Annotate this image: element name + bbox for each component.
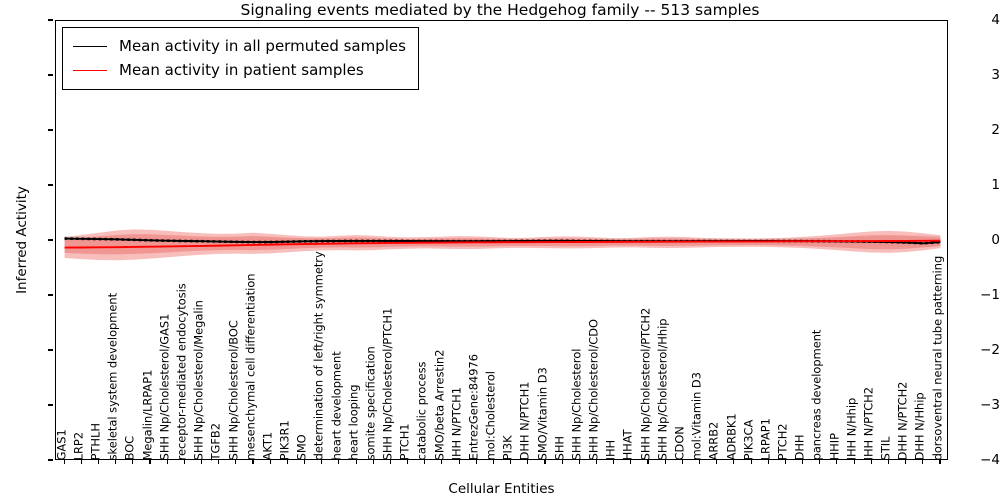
x-tick-mark (527, 460, 529, 464)
y-tick-label: −3 (980, 397, 1000, 413)
chart-title: Signaling events mediated by the Hedgeho… (240, 1, 760, 19)
y-tick-label: −4 (980, 452, 1000, 468)
patient-inner-spread-band (64, 234, 941, 255)
x-tick-mark (372, 460, 374, 464)
y-tick-mark (48, 184, 53, 186)
y-tick-mark (48, 19, 53, 21)
y-tick-label: −2 (980, 342, 1000, 358)
y-tick-label: −1 (980, 287, 1000, 303)
x-tick-mark (132, 460, 134, 464)
x-tick-mark (716, 460, 718, 464)
plot-area (55, 20, 948, 460)
x-tick-mark (200, 460, 203, 464)
x-tick-mark (698, 460, 701, 464)
x-tick-mark (149, 460, 151, 464)
x-tick-mark (836, 460, 838, 464)
y-tick-label: 3 (991, 67, 1000, 83)
x-tick-mark (544, 460, 546, 464)
x-tick-mark (286, 460, 288, 464)
x-tick-mark (613, 460, 615, 464)
y-tick-mark (48, 74, 53, 76)
x-tick-mark (733, 460, 735, 464)
x-tick-mark (252, 460, 254, 464)
x-tick-mark (218, 460, 220, 464)
x-tick-mark (922, 460, 924, 464)
y-tick-mark (48, 459, 53, 461)
x-tick-mark (510, 460, 512, 464)
x-tick-mark (80, 460, 82, 464)
x-tick-mark (595, 460, 598, 464)
y-tick-label: 1 (991, 177, 1000, 193)
x-axis-label: Cellular Entities (448, 481, 555, 497)
x-tick-mark (441, 460, 443, 464)
x-tick-mark (767, 460, 769, 464)
x-tick-mark (63, 460, 65, 464)
x-tick-mark (338, 460, 340, 464)
x-tick-mark (166, 460, 168, 464)
x-tick-mark (939, 460, 941, 464)
legend-label: Mean activity in patient samples (119, 61, 364, 79)
x-tick-mark (475, 460, 477, 464)
y-tick-mark (48, 404, 53, 406)
x-tick-mark (115, 460, 117, 464)
x-tick-mark (647, 460, 649, 464)
x-tick-mark (355, 460, 357, 464)
x-tick-mark (905, 460, 907, 464)
x-tick-mark (561, 460, 563, 464)
y-tick-label: 2 (991, 122, 1000, 138)
y-tick-mark (48, 239, 53, 241)
x-tick-mark (424, 460, 426, 464)
patient-mean-line (64, 239, 941, 249)
y-axis-label: Inferred Activity (14, 186, 30, 294)
x-tick-mark (578, 460, 580, 464)
x-tick-mark (681, 460, 683, 464)
legend-line-swatch (73, 69, 107, 71)
legend-line-swatch (73, 45, 107, 47)
x-tick-mark (183, 460, 185, 464)
plot-svg (64, 229, 941, 261)
legend-item: Mean activity in patient samples (73, 58, 406, 82)
x-tick-mark (235, 460, 237, 464)
y-tick-mark (48, 129, 53, 131)
x-tick-mark (750, 460, 752, 464)
x-tick-mark (321, 460, 323, 464)
x-tick-mark (887, 460, 889, 464)
y-tick-mark (48, 294, 53, 296)
y-tick-label: 4 (991, 12, 1000, 28)
x-tick-mark (853, 460, 855, 464)
x-tick-mark (458, 460, 460, 464)
legend-label: Mean activity in all permuted samples (119, 37, 406, 55)
x-tick-mark (819, 460, 821, 464)
x-tick-mark (407, 460, 409, 464)
x-tick-mark (269, 460, 271, 464)
x-tick-mark (664, 460, 666, 464)
x-tick-mark (304, 460, 306, 464)
x-tick-mark (389, 460, 391, 464)
y-tick-label: 0 (991, 232, 1000, 248)
x-tick-mark (870, 460, 872, 464)
y-tick-mark (48, 349, 53, 351)
x-tick-mark (97, 460, 100, 464)
x-tick-mark (492, 460, 494, 464)
x-tick-mark (630, 460, 632, 464)
x-tick-mark (784, 460, 786, 464)
x-tick-mark (802, 460, 804, 464)
legend-item: Mean activity in all permuted samples (73, 34, 406, 58)
